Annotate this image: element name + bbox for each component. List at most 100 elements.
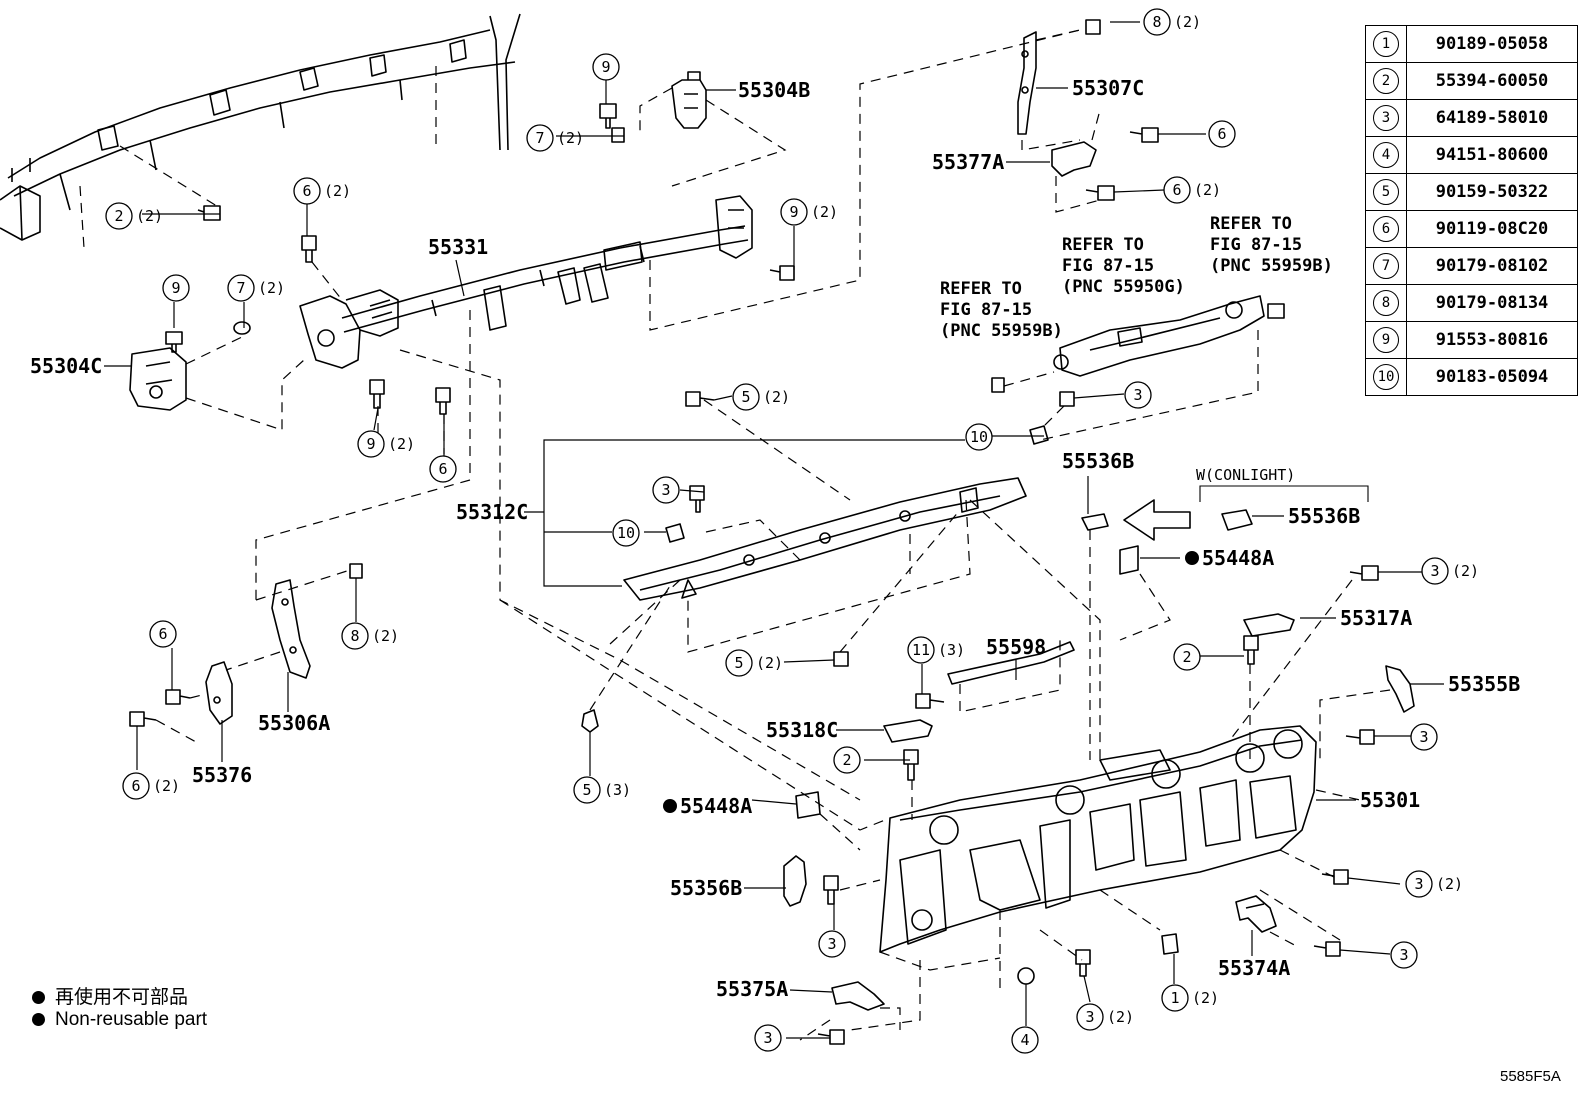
trim-55355B [1229,565,1415,760]
callout: 3 [754,1024,782,1052]
svg-text:6: 6 [131,777,140,795]
ref-part-number: 91553-80816 [1406,321,1578,359]
ref-index-circle: 7 [1373,253,1399,279]
trim-55356B [783,791,861,907]
legend-en-text: Non-reusable part [55,1009,208,1030]
ref-index-cell: 5 [1365,173,1407,211]
label-55448A-left: 55448A [680,794,752,818]
label-55307C: 55307C [1072,76,1144,100]
svg-text:(2): (2) [1452,562,1479,580]
callout: 5(2) [725,649,783,677]
ref-part-number: 55394-60050 [1406,62,1578,100]
lower-fasteners [817,869,1349,1045]
ref-index-circle: 1 [1373,31,1399,57]
callout: 3 [818,930,846,958]
svg-text:3: 3 [1133,386,1142,404]
callout: 8(2) [341,622,399,650]
svg-text:6: 6 [302,182,311,200]
svg-text:6: 6 [438,460,447,478]
label-55374A: 55374A [1218,956,1290,980]
legend-row-en: Non-reusable part [32,1009,207,1036]
svg-text:(2): (2) [1174,13,1201,31]
label-55306A: 55306A [258,711,330,735]
svg-text:9: 9 [171,279,180,297]
refer-note-left-line2: FIG 87-15 [940,300,1032,320]
svg-text:3: 3 [1430,562,1439,580]
svg-text:3: 3 [1085,1008,1094,1026]
label-55331: 55331 [428,235,488,259]
ref-index-cell: 9 [1365,321,1407,359]
callout: 9 [592,53,620,81]
ref-index-circle: 10 [1373,364,1399,390]
table-row: 9 91553-80816 [1365,321,1578,359]
svg-text:6: 6 [158,625,167,643]
callout: 7(2) [227,274,285,302]
svg-text:7: 7 [535,129,544,147]
callout: 6 [1208,120,1236,148]
svg-text:5: 5 [734,654,743,672]
callout: 9 [162,274,190,302]
reinforcement-beam-55331 [299,29,1081,369]
callouts: 8(2) 9 7(2) 6 6(2) 2(2) 6(2) 9(2) 9 7(2)… [105,8,1479,1054]
label-55312C: 55312C [456,500,528,524]
callout: 3 [1390,941,1418,969]
svg-text:9: 9 [601,58,610,76]
svg-text:(2): (2) [258,279,285,297]
ref-index-circle: 9 [1373,327,1399,353]
svg-text:8: 8 [1152,13,1161,31]
label-55448A-right: 55448A [1202,546,1274,570]
label-55536B-side: 55536B [1288,504,1360,528]
callout: 5(3) [573,776,631,804]
refer-note-right-line2: FIG 87-15 [1210,235,1302,255]
svg-text:(2): (2) [388,435,415,453]
label-55356B: 55356B [670,876,742,900]
table-row: 2 55394-60050 [1365,62,1578,100]
label-55536B-top: 55536B [1062,449,1134,473]
legend: 再使用不可部品 Non-reusable part [32,982,207,1036]
non-reusable-dot [1185,551,1199,565]
callout: 3 (2) [1076,1003,1134,1031]
svg-text:(2): (2) [1107,1008,1134,1026]
conlight-label: W(CONLIGHT) [1196,466,1295,484]
svg-text:(2): (2) [811,203,838,221]
callout: 6 (2) [293,177,351,205]
pad-55318C [883,719,933,820]
ref-index-cell: 10 [1365,358,1407,396]
label-55598: 55598 [986,635,1046,659]
callout: 6 [149,620,177,648]
callout: 3(2) [1405,870,1463,898]
bullet-icon [32,991,45,1004]
ref-part-number: 94151-80600 [1406,136,1578,174]
ref-part-number: 90179-08134 [1406,284,1578,322]
bracket-55374A [1235,895,1301,949]
callout: 11(3) [907,636,965,664]
svg-text:(2): (2) [1436,875,1463,893]
svg-text:(3): (3) [604,781,631,799]
bracket-55304B [639,71,787,187]
svg-text:(2): (2) [372,627,399,645]
refer-note-middle-line2: FIG 87-15 [1062,256,1154,276]
label-55301: 55301 [1360,788,1420,812]
svg-text:3: 3 [763,1029,772,1047]
duct-55950G [991,295,1285,441]
label-55304C: 55304C [30,354,102,378]
ref-index-circle: 2 [1373,68,1399,94]
ref-part-number: 90189-05058 [1406,25,1578,63]
bracket-55377A [1051,19,1159,213]
callout: 6(2) [1163,176,1221,204]
bracket-55304C [129,321,305,431]
svg-text:3: 3 [827,935,836,953]
ref-index-cell: 2 [1365,62,1407,100]
label-55304B: 55304B [738,78,810,102]
ref-index-circle: 5 [1373,179,1399,205]
bullet-icon [32,1013,45,1026]
svg-text:11: 11 [912,641,930,659]
svg-text:(2): (2) [1192,989,1219,1007]
svg-text:6: 6 [1172,181,1181,199]
ref-index-cell: 6 [1365,210,1407,248]
svg-text:(2): (2) [324,182,351,200]
